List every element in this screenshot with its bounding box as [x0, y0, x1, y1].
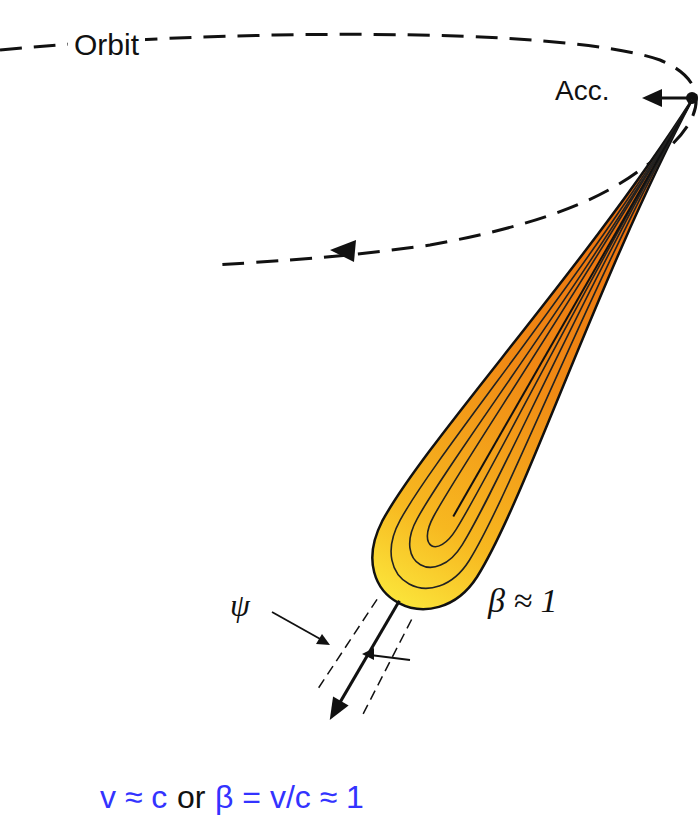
radiation-lobe [282, 72, 700, 748]
angle-label: ψ [230, 588, 250, 623]
beta-definition: β = v/c ≈ 1 [215, 780, 364, 815]
orbit-arrowhead [330, 240, 356, 262]
orbit-path [0, 34, 696, 265]
velocity-label: v ≈ c [100, 780, 167, 815]
orbit-label: Orbit [68, 28, 145, 61]
acceleration-arrowhead [642, 89, 662, 107]
beta-label: β ≈ 1 [488, 582, 558, 619]
acceleration-label: Acc. [555, 76, 609, 107]
connector-word: or [177, 780, 205, 815]
